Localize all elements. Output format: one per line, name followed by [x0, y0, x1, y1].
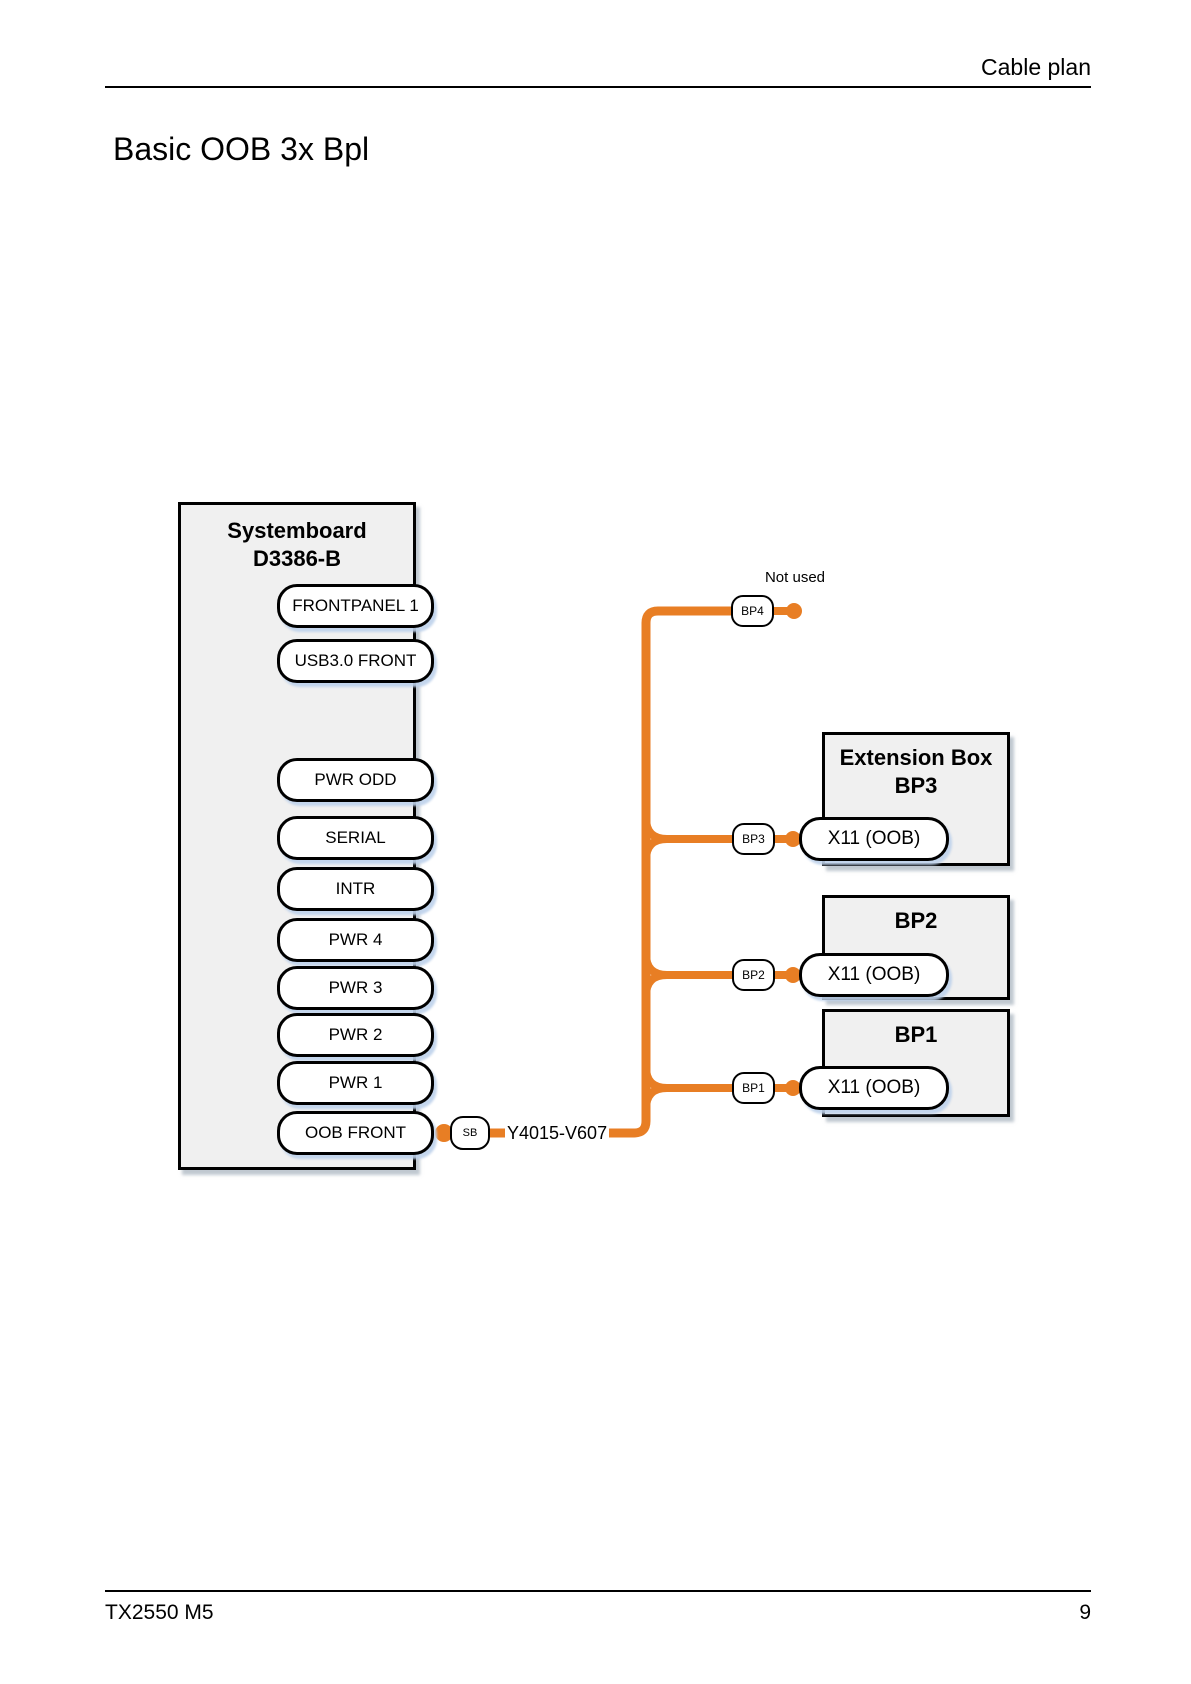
footer-page-number: 9	[1079, 1601, 1091, 1624]
connector-pwr-3: PWR 3	[277, 966, 434, 1010]
connector-x11-oob-bp3: X11 (OOB)	[799, 817, 949, 861]
cable-bp1-plug-dot	[785, 1080, 801, 1096]
page-footer: TX2550 M5 9	[105, 1590, 1091, 1625]
systemboard-name: Systemboard	[227, 518, 367, 543]
plug-bp4: BP4	[731, 595, 774, 627]
connector-usb30-front: USB3.0 FRONT	[277, 639, 434, 683]
connector-oob-front: OOB FRONT	[277, 1111, 434, 1155]
plug-bp3: BP3	[732, 823, 775, 855]
extension-box-bp3-name: BP3	[894, 773, 938, 798]
footer-model: TX2550 M5	[105, 1601, 214, 1624]
cable-bp3-plug-dot	[785, 831, 801, 847]
connector-serial: SERIAL	[277, 816, 434, 860]
cable-branch-bp2	[642, 953, 732, 997]
systemboard-title: Systemboard D3386-B	[181, 517, 413, 573]
connector-x11-oob-bp1: X11 (OOB)	[799, 1066, 949, 1110]
cable-part-number: Y4015-V607	[505, 1121, 610, 1145]
cable-main-run	[490, 606, 731, 1138]
extension-box-label: Extension Box	[839, 745, 993, 770]
connector-pwr-1: PWR 1	[277, 1061, 434, 1105]
header-label: Cable plan	[981, 54, 1091, 80]
cable-bp4-end-dot	[786, 603, 802, 619]
backplane-bp1-title: BP1	[894, 1022, 938, 1047]
cable-oob-front-dot	[435, 1124, 453, 1142]
not-used-label: Not used	[764, 569, 826, 586]
cable-branch-bp3	[642, 817, 732, 861]
plug-sb: SB	[450, 1116, 490, 1150]
connector-intr: INTR	[277, 867, 434, 911]
cable-branch-bp1	[642, 1066, 732, 1110]
page-header: Cable plan	[105, 46, 1091, 88]
connector-pwr-odd: PWR ODD	[277, 758, 434, 802]
page-title: Basic OOB 3x Bpl	[113, 131, 370, 167]
extension-box-bp3-title: Extension Box BP3	[825, 744, 1007, 800]
cable-bp2-plug-dot	[785, 967, 801, 983]
connector-frontpanel-1: FRONTPANEL 1	[277, 584, 434, 628]
plug-bp2: BP2	[732, 959, 775, 991]
systemboard-model: D3386-B	[252, 546, 342, 571]
connector-x11-oob-bp2: X11 (OOB)	[799, 953, 949, 997]
connector-pwr-4: PWR 4	[277, 918, 434, 962]
connector-pwr-2: PWR 2	[277, 1013, 434, 1057]
backplane-bp2-title: BP2	[894, 908, 938, 933]
plug-bp1: BP1	[732, 1072, 775, 1104]
